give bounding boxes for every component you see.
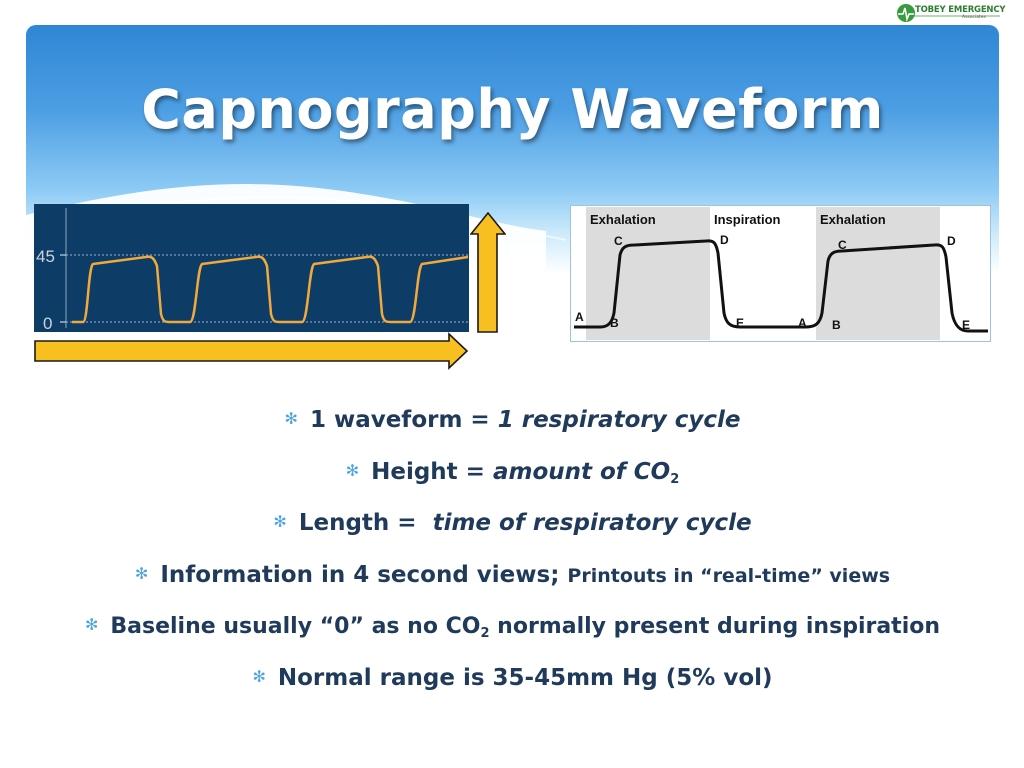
- bullet-star-icon: ✻: [284, 409, 298, 428]
- logo-subtitle: Associates: [962, 15, 986, 20]
- capnogram-monitor: 45 0: [34, 204, 469, 370]
- bullet-normal-range: ✻Normal range is 35-45mm Hg (5% vol): [252, 664, 773, 691]
- point-label-a-1: A: [575, 310, 584, 324]
- point-label-a-2: A: [798, 316, 807, 330]
- slide-title: Capnography Waveform: [141, 78, 884, 141]
- point-label-b-2: B: [832, 318, 841, 332]
- bullet-height: ✻Height = amount of CO2: [345, 458, 680, 487]
- bullet-star-icon: ✻: [252, 666, 266, 686]
- bullet-star-icon: ✻: [134, 563, 149, 583]
- point-label-b-1: B: [610, 316, 619, 330]
- height-arrow-icon: [470, 211, 506, 333]
- phase-exhalation-band-1: [586, 207, 710, 340]
- logo-name: TOBEY EMERGENCY: [915, 5, 1006, 15]
- bullet-star-icon: ✻: [84, 615, 99, 634]
- point-label-d-2: D: [947, 234, 956, 248]
- length-arrow-icon: [34, 332, 469, 370]
- point-label-e-1: E: [736, 316, 744, 330]
- monitor-label-0: 0: [43, 314, 52, 333]
- bullet-waveform-cycle: ✻1 waveform = 1 respiratory cycle: [284, 407, 741, 433]
- bullet-star-icon: ✻: [273, 512, 287, 531]
- phase-label-inspiration: Inspiration: [714, 212, 781, 227]
- capnogram-phase-diagram: Exhalation Inspiration Exhalation A B C …: [570, 205, 991, 342]
- point-label-d-1: D: [720, 233, 729, 247]
- phase-label-exhalation-1: Exhalation: [590, 212, 656, 227]
- bullet-list: ✻1 waveform = 1 respiratory cycle ✻Heigh…: [26, 397, 999, 706]
- phase-exhalation-band-2: [816, 207, 940, 340]
- phase-label-exhalation-2: Exhalation: [820, 212, 886, 227]
- tobey-logo-icon: [897, 4, 1000, 22]
- monitor-screen: [34, 204, 469, 332]
- monitor-co2-trace: [72, 255, 469, 324]
- bullet-star-icon: ✻: [345, 460, 360, 480]
- phase-diagram-trace: [574, 239, 988, 333]
- monitor-label-45: 45: [36, 247, 55, 266]
- bullet-baseline: ✻Baseline usually “0” as no CO2 normally…: [84, 614, 941, 641]
- point-label-e-2: E: [962, 318, 970, 332]
- bullet-information-views: ✻Information in 4 second views; Printout…: [134, 561, 891, 588]
- point-label-c-1: C: [614, 234, 623, 248]
- bullet-length: ✻Length = time of respiratory cycle: [273, 510, 752, 536]
- point-label-c-2: C: [838, 238, 847, 252]
